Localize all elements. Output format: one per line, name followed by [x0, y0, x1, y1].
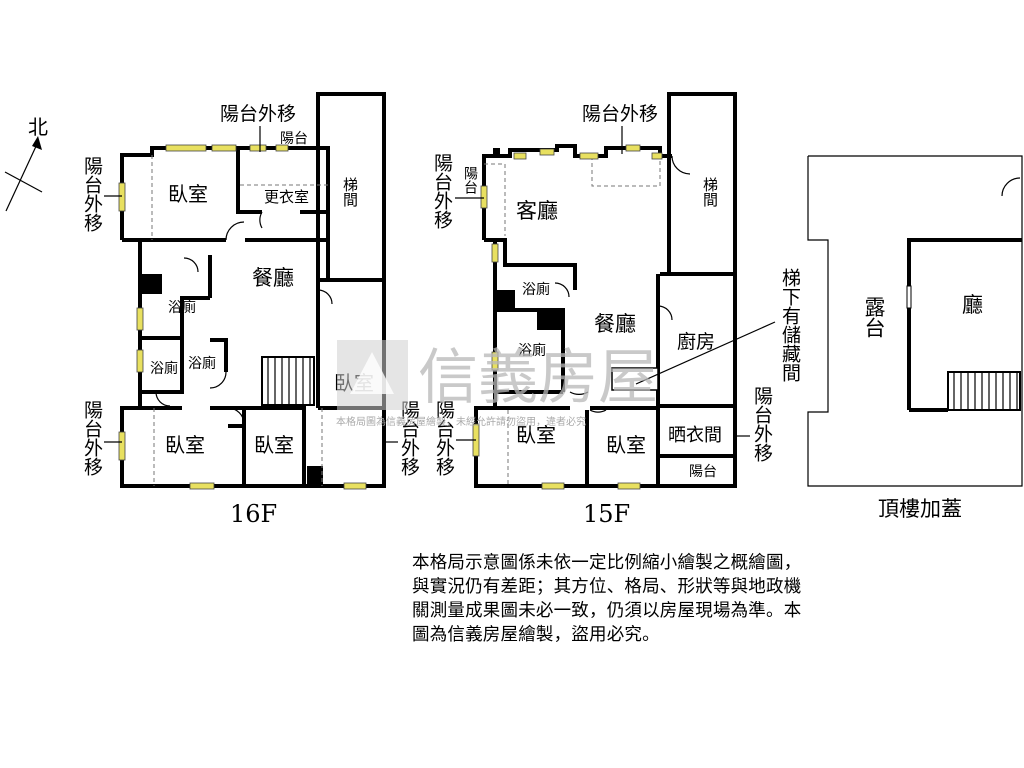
roof-window [906, 285, 912, 309]
door-16f-6 [155, 391, 171, 407]
room-15f-bedroom-1: 臥室 [516, 423, 556, 447]
note-15f-balcony-top: 陽台外移 [582, 103, 658, 125]
room-15f-balcony: 陽台 [689, 464, 717, 480]
wall-16f-north [120, 146, 330, 280]
room-terrace: 露台 [862, 296, 886, 338]
wall-15f-se [660, 404, 737, 488]
compass: 北 [4, 115, 48, 212]
room-hall: 廳 [962, 293, 983, 317]
wall-closet [236, 148, 262, 214]
room-dining: 餐廳 [252, 266, 294, 290]
shaft-16f-2 [307, 466, 323, 486]
room-laundry: 晒衣間 [668, 425, 722, 446]
north-arrow-icon [32, 136, 42, 150]
door-15f-2 [657, 305, 673, 321]
dash-15f-2 [591, 156, 661, 187]
room-bedroom-sw: 臥室 [165, 433, 205, 457]
stair-16f [261, 356, 315, 406]
stair-16f-steps [267, 357, 311, 405]
shaft-16f-1 [142, 274, 162, 294]
room-15f-bedroom-2: 臥室 [606, 433, 646, 457]
caption-15f: 15F [583, 500, 630, 528]
compass-cross-line [4, 171, 43, 193]
dash-15f-1 [484, 163, 506, 236]
room-15f-dining: 餐廳 [594, 312, 636, 336]
note-16f-balcony-top: 陽台外移 [220, 103, 296, 125]
note-15f-balcony-west: 陽台外移 [431, 153, 453, 229]
wall-15f-east [660, 272, 737, 406]
door-15f-3 [569, 391, 589, 396]
note-15f-balcony-sw: 陽台外移 [433, 400, 455, 476]
watermark: 信義房屋 本格局圖為信義房屋繪製，未經允許請勿盜用，違者必究 [336, 340, 658, 428]
room-bath-1: 浴廁 [168, 299, 196, 316]
door-15f-1 [671, 155, 691, 175]
watermark-notice: 本格局圖為信義房屋繪製，未經允許請勿盜用，違者必究 [336, 415, 586, 428]
caption-16f: 16F [230, 500, 277, 528]
note-15f-balcony-se: 陽台外移 [751, 386, 773, 462]
note-16f-balcony-west: 陽台外移 [81, 156, 103, 232]
wall-15f-bath-mid [495, 308, 565, 392]
shaft-15f-2 [537, 310, 561, 330]
disclaimer-text: 本格局示意圖係未依一定比例縮小繪製之概繪圖，與實況仍有差距；其方位、格局、形狀等… [412, 553, 802, 645]
room-bath-3: 浴廁 [188, 355, 216, 372]
door-16f-4 [209, 371, 227, 389]
windows-16f [118, 144, 367, 490]
wall-bath2 [140, 340, 184, 394]
room-bedroom-s: 臥室 [254, 433, 294, 457]
door-16f-1 [225, 221, 245, 241]
caption-roof: 頂樓加蓋 [878, 497, 962, 521]
floor-15f: 陽台 客廳 梯間 浴廁 浴廁 餐廳 廚房 晒衣間 陽台 臥室 臥室 陽台外移 陽… [431, 92, 801, 528]
room-15f-bath-2: 浴廁 [518, 342, 546, 359]
door-16f-5 [227, 407, 245, 425]
door-16f-2 [259, 211, 263, 229]
north-label: 北 [28, 115, 48, 139]
room-balcony: 陽台 [280, 131, 308, 147]
wall-15f-north [482, 144, 672, 240]
room-kitchen: 廚房 [677, 330, 715, 353]
floor-roof: 露台 廳 頂樓加蓋 [807, 155, 1023, 521]
door-15f-5 [554, 282, 570, 298]
door-15f-4 [589, 409, 607, 413]
wall-roof-hall [907, 238, 1022, 410]
wall-15f-bath-top [495, 238, 577, 290]
room-closet: 更衣室 [264, 188, 309, 206]
shaft-15f-1 [497, 290, 515, 308]
wall-bath1 [140, 296, 210, 340]
wall-bed-div [210, 406, 246, 486]
stair-roof-steps [953, 372, 1018, 410]
room-15f-bath-1: 浴廁 [522, 281, 550, 298]
room-stairs-c1: 梯間 [341, 177, 359, 208]
room-bedroom-nw: 臥室 [168, 182, 208, 206]
note-16f-balcony-se: 陽台外移 [398, 400, 420, 476]
storage-15f [611, 367, 659, 391]
wall-bath3 [210, 338, 228, 372]
room-15f-balcony-tiny: 陽台 [462, 166, 478, 194]
room-bath-2: 浴廁 [150, 360, 178, 377]
door-16f-3 [317, 289, 333, 305]
door-16f-7 [183, 257, 199, 273]
watermark-brand: 信義房屋 [418, 343, 658, 413]
note-under-stair-storage: 梯下有儲藏間 [779, 268, 801, 382]
roof-door [1001, 177, 1021, 197]
room-15f-stairs: 梯間 [701, 177, 719, 208]
compass-needle [5, 141, 39, 212]
room-living: 客廳 [516, 199, 558, 223]
note-16f-balcony-sw: 陽台外移 [81, 400, 103, 476]
wall-15f-west [474, 238, 660, 488]
stair-roof [947, 371, 1021, 411]
roof-outline [807, 155, 1023, 487]
wall-bed-s [244, 406, 306, 486]
floor-16f: 臥室 更衣室 陽台 梯間 餐廳 浴廁 浴廁 浴廁 臥室 臥室 臥室 陽台外移 陽… [81, 92, 420, 528]
